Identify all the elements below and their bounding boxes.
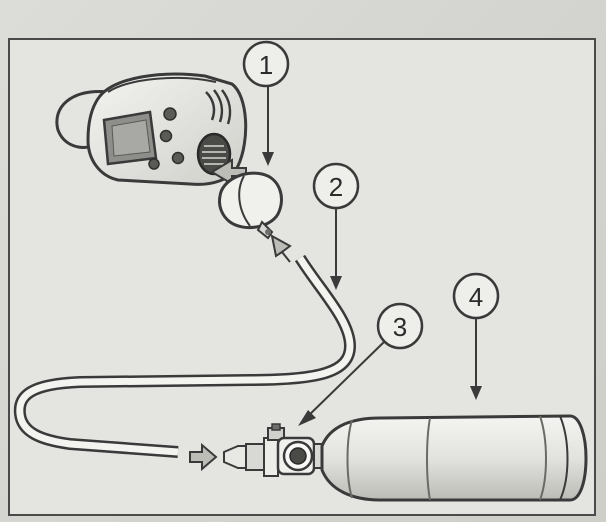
gas-detector <box>55 72 248 186</box>
detector-clip <box>55 89 111 149</box>
speaker-grille-icon <box>205 89 232 125</box>
connect-arrow-icon <box>189 442 218 472</box>
tubing <box>13 254 357 458</box>
callout-1: 1 <box>242 40 290 166</box>
detector-button-icon <box>171 151 185 165</box>
callout-number: 4 <box>469 282 483 312</box>
gas-cylinder <box>320 414 588 502</box>
callout-number: 2 <box>329 172 343 202</box>
detector-button-icon <box>163 107 177 121</box>
callout-3: 3 <box>298 302 424 426</box>
connect-arrow-icon <box>270 234 292 263</box>
callout-4: 4 <box>452 272 500 400</box>
regulator <box>223 423 323 477</box>
callout-number: 1 <box>259 50 273 80</box>
calibration-adapter <box>218 171 283 240</box>
callout-2: 2 <box>312 162 360 290</box>
callout-number: 3 <box>393 312 407 342</box>
detector-button-icon <box>159 129 173 143</box>
detector-button-icon <box>148 158 160 170</box>
